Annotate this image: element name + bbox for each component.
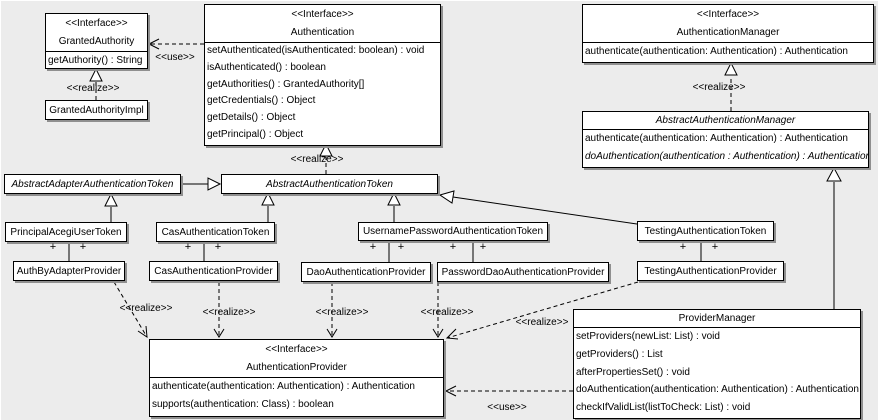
association-plus-label: +	[449, 241, 457, 253]
association-plus-label: +	[214, 241, 222, 253]
class-name: AbstractAuthenticationToken	[266, 178, 393, 190]
class-authentication-provider: <<Interface>> AuthenticationProvider aut…	[149, 339, 444, 417]
method: authenticate(authentication: Authenticat…	[585, 46, 848, 57]
stereotype-label: <<Interface>>	[65, 18, 128, 29]
class-name: AbstractAdapterAuthenticationToken	[11, 178, 174, 190]
class-abstract-authentication-manager: AbstractAuthenticationManager authentica…	[582, 111, 869, 168]
use-edge-authentication-grantedauthority	[147, 38, 204, 50]
use-stereotype-label: <<use>>	[487, 402, 527, 413]
class-name: AuthenticationManager	[676, 27, 780, 38]
stereotype-label: <<Interface>>	[291, 9, 354, 20]
realize-stereotype-label: <<realize>>	[515, 317, 569, 328]
method: getPrincipal() : Object	[207, 128, 304, 140]
use-edge-providermanager-authenticationprovider	[444, 385, 573, 397]
stereotype-label: <<Interface>>	[265, 344, 328, 355]
class-name: PasswordDaoAuthenticationProvider	[441, 266, 605, 278]
association-plus-label: +	[79, 241, 87, 253]
realize-edge-abstractmanager-manager	[724, 61, 738, 111]
class-granted-authority: <<Interface>> GrantedAuthority getAuthor…	[45, 13, 148, 69]
method: authenticate(authentication: Authenticat…	[152, 381, 415, 392]
class-principal-acegi-user-token: PrincipalAcegiUserToken	[5, 222, 127, 242]
association-plus-label: +	[711, 241, 719, 253]
class-authentication-manager: <<Interface>> AuthenticationManager auth…	[582, 4, 874, 63]
method: getAuthorities() : GrantedAuthority[]	[207, 78, 365, 90]
class-cas-authentication-provider: CasAuthenticationProvider	[149, 261, 278, 281]
class-abstract-authentication-token: AbstractAuthenticationToken	[221, 174, 438, 194]
realize-edge-authbyadapterprovider	[113, 281, 148, 338]
generalization-edge-testingtoken	[438, 190, 638, 225]
class-name: TestingAuthenticationToken	[644, 225, 767, 237]
method: getCredentials() : Object	[207, 95, 316, 107]
class-abstract-adapter-authentication-token: AbstractAdapterAuthenticationToken	[4, 174, 181, 194]
class-name: CasAuthenticationToken	[161, 226, 270, 238]
class-name: CasAuthenticationProvider	[154, 265, 273, 277]
realize-edge-abstracttoken-authentication	[319, 142, 333, 174]
class-name: AuthByAdapterProvider	[16, 265, 122, 277]
method: doAuthentication(authentication: Authent…	[576, 384, 859, 396]
method: getAuthority() : String	[48, 55, 143, 66]
association-edges-token-provider	[68, 241, 702, 262]
realize-stereotype-label: <<realize>>	[119, 303, 173, 314]
class-name: Authentication	[290, 27, 355, 38]
class-name: ProviderManager	[678, 313, 756, 324]
class-name: AbstractAuthenticationManager	[655, 115, 796, 126]
realize-edge-daoprovider	[326, 282, 338, 338]
class-name: GrantedAuthorityImpl	[49, 104, 144, 116]
use-stereotype-label: <<use>>	[155, 52, 195, 63]
method: isAuthenticated() : boolean	[207, 61, 326, 73]
class-name: GrantedAuthority	[58, 36, 135, 47]
method: setProviders(newList: List) : void	[576, 331, 720, 342]
realize-stereotype-label: <<realize>>	[692, 82, 746, 93]
realize-stereotype-label: <<realize>>	[315, 307, 369, 318]
class-name: UsernamePasswordAuthenticationToken	[362, 226, 544, 237]
generalization-edge-usernametoken	[387, 191, 401, 222]
realize-stereotype-label: <<realize>>	[290, 154, 344, 165]
generalization-edge-providermanager	[826, 166, 842, 309]
class-authentication: <<Interface>> Authentication setAuthenti…	[204, 4, 441, 146]
class-name: PrincipalAcegiUserToken	[10, 226, 122, 238]
realize-edge-casprovider	[213, 282, 225, 338]
realize-stereotype-label: <<realize>>	[420, 307, 474, 318]
realize-edge-passworddaoprovider	[432, 282, 444, 338]
class-testing-authentication-provider: TestingAuthenticationProvider	[637, 261, 784, 281]
method: doAuthentication(authentication : Authen…	[585, 151, 868, 162]
association-plus-label: +	[49, 241, 57, 253]
association-plus-label: +	[184, 241, 192, 253]
generalization-edge-castoken	[261, 191, 275, 222]
method: getDetails() : Object	[207, 112, 296, 124]
class-name: AuthenticationProvider	[246, 362, 347, 373]
realize-edge-grantedauthorityimpl	[89, 67, 103, 100]
class-granted-authority-impl: GrantedAuthorityImpl	[45, 100, 148, 120]
class-dao-authentication-provider: DaoAuthenticationProvider	[301, 262, 431, 282]
association-plus-label: +	[369, 241, 377, 253]
class-auth-by-adapter-provider: AuthByAdapterProvider	[13, 261, 125, 281]
class-name: DaoAuthenticationProvider	[306, 266, 426, 278]
class-cas-authentication-token: CasAuthenticationToken	[156, 222, 275, 242]
method: setAuthenticated(isAuthenticated: boolea…	[207, 45, 425, 56]
class-provider-manager: ProviderManager setProviders(newList: Li…	[573, 309, 861, 419]
method: getProviders() : List	[576, 348, 663, 360]
class-username-password-authentication-token: UsernamePasswordAuthenticationToken	[358, 222, 548, 241]
method: checkIfValidList(listToCheck: List) : vo…	[576, 402, 751, 414]
class-testing-authentication-token: TestingAuthenticationToken	[637, 221, 774, 241]
association-plus-label: +	[479, 241, 487, 253]
realize-edge-testingprovider	[445, 281, 639, 340]
generalization-edge-principaltoken	[104, 192, 118, 222]
association-plus-label: +	[397, 241, 405, 253]
realize-stereotype-label: <<realize>>	[202, 307, 256, 318]
method: afterPropertiesSet() : void	[576, 366, 690, 378]
stereotype-label: <<Interface>>	[696, 9, 760, 20]
class-password-dao-authentication-provider: PasswordDaoAuthenticationProvider	[437, 262, 609, 282]
association-plus-label: +	[679, 241, 687, 253]
method: authenticate(authentication: Authenticat…	[585, 133, 848, 144]
realize-stereotype-label: <<realize>>	[66, 83, 120, 94]
method: supports(authentication: Class) : boolea…	[152, 399, 334, 410]
class-name: TestingAuthenticationProvider	[644, 265, 777, 277]
generalization-edge-adaptertoken	[181, 177, 222, 191]
